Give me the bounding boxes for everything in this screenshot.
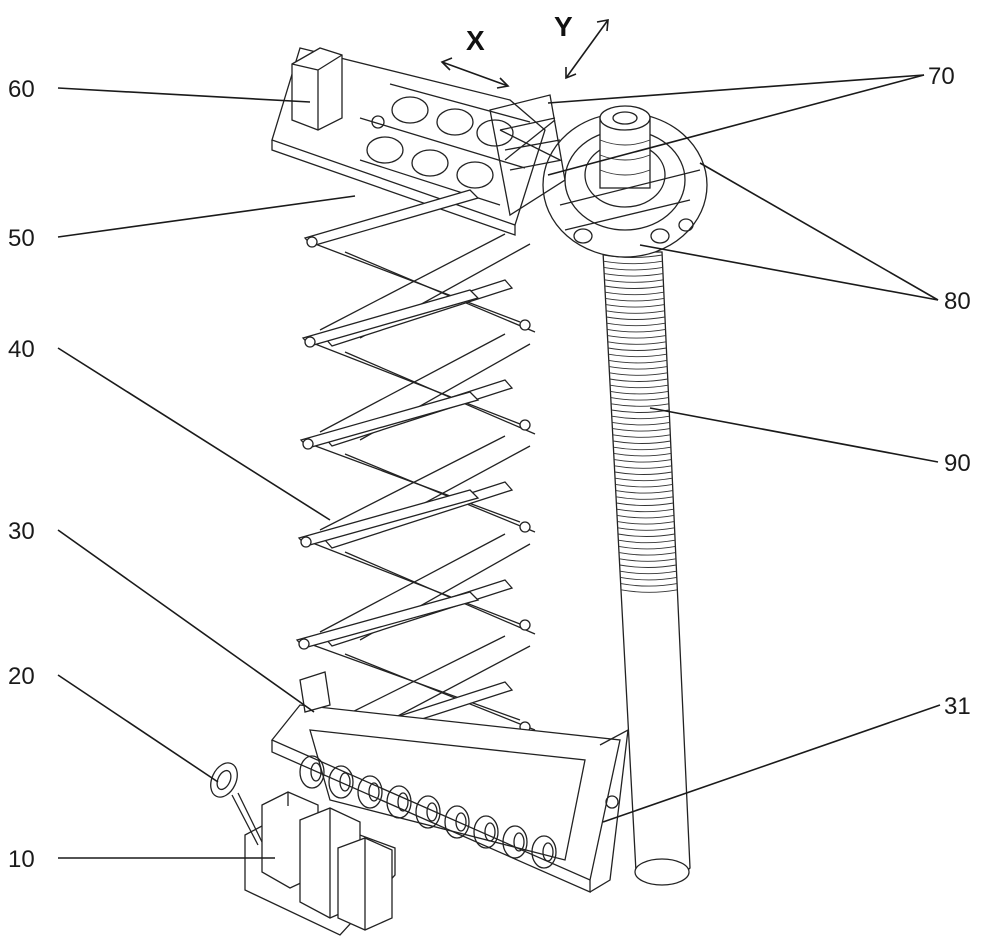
leader-80a — [699, 162, 939, 301]
x-axis-arrow — [440, 57, 510, 89]
label-31: 31 — [944, 693, 971, 720]
leader-30 — [57, 529, 315, 713]
leader-31 — [602, 704, 941, 823]
direction-arrows: X Y — [440, 11, 609, 89]
control-unit — [210, 762, 396, 936]
label-70: 70 — [928, 63, 955, 90]
base-frame — [270, 671, 629, 893]
leader-lines — [57, 74, 941, 859]
leader-90 — [649, 407, 939, 463]
top-platform — [271, 47, 566, 236]
leader-70a — [547, 74, 925, 104]
label-90: 90 — [944, 450, 971, 477]
reference-numerals: 60 50 40 30 20 10 70 80 90 31 — [8, 63, 971, 873]
label-50: 50 — [8, 225, 35, 252]
leader-50 — [57, 195, 356, 238]
label-80: 80 — [944, 288, 971, 315]
leader-60 — [57, 87, 311, 103]
scissor-lift — [295, 189, 536, 749]
label-40: 40 — [8, 336, 35, 363]
x-axis-label: X — [466, 25, 485, 56]
top-ring-assembly — [542, 105, 708, 258]
leader-40 — [57, 347, 331, 521]
machine-drawing — [210, 47, 708, 936]
insulator-column — [602, 251, 691, 886]
leader-20 — [57, 674, 219, 783]
y-axis-label: Y — [554, 11, 573, 42]
label-60: 60 — [8, 76, 35, 103]
leader-80b — [639, 244, 939, 301]
label-20: 20 — [8, 663, 35, 690]
leader-70b — [547, 74, 925, 176]
label-30: 30 — [8, 518, 35, 545]
label-10: 10 — [8, 846, 35, 873]
y-axis-arrow — [565, 19, 609, 80]
